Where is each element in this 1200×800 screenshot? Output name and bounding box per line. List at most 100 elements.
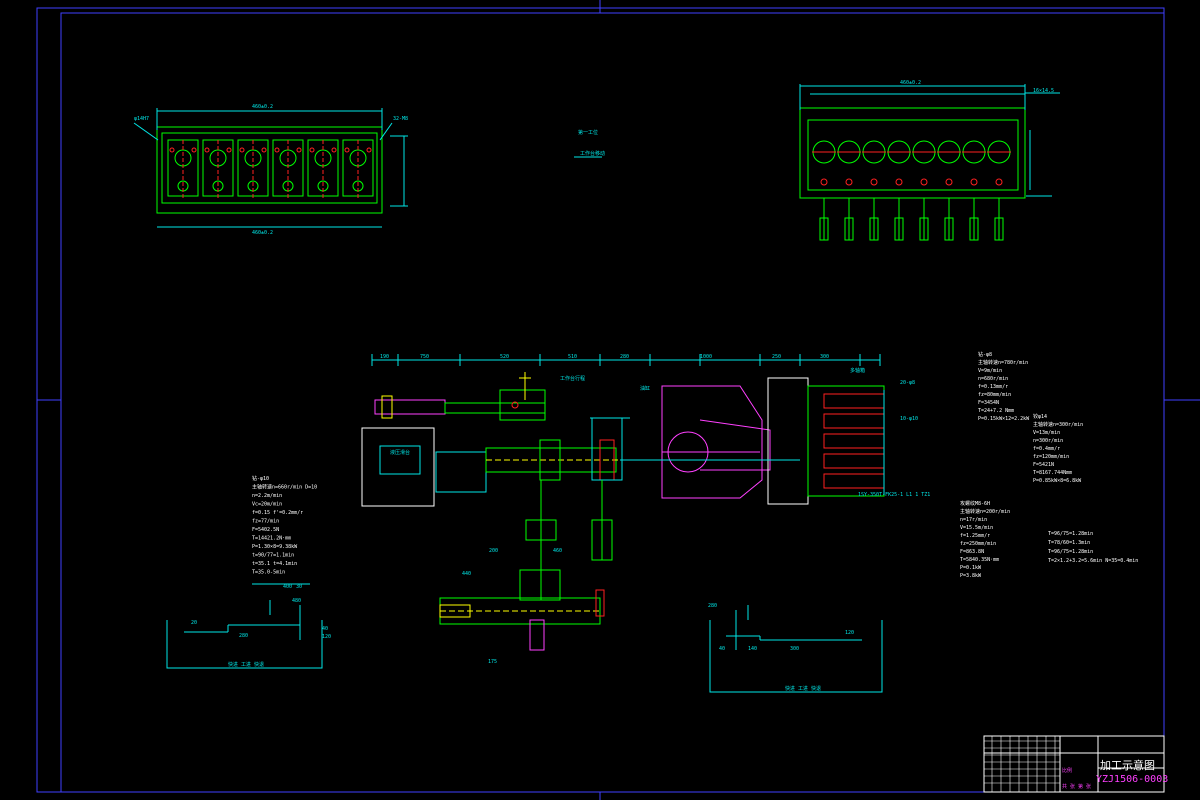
tl-hole-mark (344, 147, 350, 153)
param-line: F=3454N (978, 400, 999, 406)
param-line: 主轴转速n=200r/min (960, 508, 1010, 515)
tl-hole-label: φ14H7 (134, 116, 149, 122)
param-line: T=5840.35N·mm (960, 557, 999, 563)
param-line: n=17r/min (960, 517, 987, 523)
param-line: f=1.25mm/r (960, 533, 990, 539)
tr-hole-mark (995, 178, 1003, 186)
tl-thread-label: 32-M8 (393, 116, 408, 122)
param-line: P=0.1kW (960, 565, 982, 571)
cycle-right-caption: 快进 工进 快退 (785, 685, 821, 692)
center-note-station: 第一工位 (578, 129, 598, 136)
param-line: T=24+7.2 Nmm (978, 408, 1014, 414)
param-line: f=0.13mm/r (978, 384, 1008, 390)
cycle-left-dimension: 480 (292, 598, 301, 604)
drawing-number: YZJ1506-0003 (1096, 774, 1169, 785)
tl-hole-mark (169, 147, 175, 153)
param-title: 钻-φ8 (978, 351, 992, 358)
tl-dim-top: 460±0.2 (252, 104, 273, 110)
dimension-label: 510 (568, 354, 577, 360)
tr-hole-mark (820, 178, 828, 186)
callout-label: 20-φ8 (900, 380, 915, 386)
dimension-label: 190 (380, 354, 389, 360)
right-params-extra-block: T=96/75=1.28minT=78/60=1.3minT=96/75=1.2… (1048, 531, 1138, 564)
param-line: P=0.85kW×8=6.8kW (1033, 478, 1082, 484)
tr-tool (969, 217, 979, 241)
dimension-label: 250 (772, 354, 781, 360)
param-line: t=90/77=1.1min (252, 553, 294, 559)
tl-hole-mark (296, 147, 302, 153)
param-line: fz=120mm/min (1033, 454, 1069, 460)
callout-label: 多轴箱 (850, 367, 865, 374)
param-line: 主轴转速n=300r/min (1033, 421, 1083, 428)
tr-hole-mark (920, 178, 928, 186)
top-left-part-view: 460±0.2 460±0.2 φ14H7 32-M8 (133, 104, 408, 236)
param-line: 主轴转速n=780r/min (978, 359, 1028, 366)
cycle-left-dimension: 30 (296, 584, 302, 590)
tb-sheet-label: 共 张 第 张 (1062, 783, 1091, 790)
param-title: 铰φ14 (1033, 413, 1047, 420)
param-line: T=78/60=1.3min (1048, 540, 1090, 546)
tr-hole-mark (845, 178, 853, 186)
cycle-left-dimension: 120 (322, 634, 331, 640)
tr-hole-mark (895, 178, 903, 186)
param-line: F=863.8N (960, 549, 984, 555)
tr-tool (919, 217, 929, 241)
tl-hole-mark (226, 147, 232, 153)
tl-hole-mark (274, 147, 280, 153)
tl-hole-mark (309, 147, 315, 153)
callout-label: 液压滑台 (390, 449, 410, 456)
cycle-right-dimension: 140 (748, 646, 757, 652)
tl-hole-mark (191, 147, 197, 153)
callout-label: 工作台行程 (560, 375, 585, 382)
right-params-mid-block: 铰φ14主轴转速n=300r/minV=13m/minn=300r/minf=0… (1033, 413, 1083, 484)
param-line: V=9m/min (978, 368, 1002, 374)
param-title: 攻螺纹M8-6H (960, 500, 990, 507)
tl-hole-mark (366, 147, 372, 153)
tl-hole-mark (331, 147, 337, 153)
multi-spindle-box (767, 377, 809, 505)
param-line: T=2×1.2+3.2=5.6min N=35=0.4min (1048, 558, 1138, 564)
cycle-left-caption: 快进 工进 快退 (228, 661, 264, 668)
inner-border (60, 12, 1165, 793)
tb-scale-label: 比例 (1062, 767, 1072, 774)
tr-tool (944, 217, 954, 241)
cycle-left-dimension: 40 (322, 626, 328, 632)
dimension-label: 440 (462, 571, 471, 577)
param-line: n=680r/min (978, 376, 1008, 382)
tolerance-label: 1SY-350T-FK25-1 L1 1 TZ1 (858, 492, 930, 498)
param-line: n=300r/min (1033, 438, 1063, 444)
cycle-right-dimension: 40 (719, 646, 725, 652)
param-line: F=5402.5N (252, 527, 279, 533)
dimension-label: 300 (820, 354, 829, 360)
tr-tool (819, 217, 829, 241)
cycle-right-dimension: 300 (790, 646, 799, 652)
param-line: t=35.1 t=4.1min (252, 561, 297, 567)
param-line: f=0.4mm/r (1033, 446, 1060, 452)
right-params-lower-block: 攻螺纹M8-6H主轴转速n=200r/minn=17r/minV=15.5m/m… (960, 500, 1010, 579)
dimension-label: 750 (420, 354, 429, 360)
callout-label: 10-φ10 (900, 416, 918, 422)
cycle-right-dimension: 120 (845, 630, 854, 636)
tr-hole-mark (970, 178, 978, 186)
param-line: P=1.30×8=9.38kW (252, 544, 298, 550)
dimension-label: 520 (500, 354, 509, 360)
hydraulic-slide-block (361, 427, 435, 507)
param-title: 钻-φ10 (252, 475, 269, 482)
param-line: n=2.2m/min (252, 493, 282, 499)
param-line: T=96/75=1.28min (1048, 549, 1093, 555)
param-line: Vc=20m/min (252, 502, 282, 508)
title-block: 比例 共 张 第 张 (983, 735, 1165, 793)
dimension-label: 175 (488, 659, 497, 665)
cycle-left-dimension: 280 (239, 633, 248, 639)
tr-tool (869, 217, 879, 241)
param-line: f=0.15 f'=0.2mm/r (252, 510, 303, 516)
dimension-label: 1000 (700, 354, 712, 360)
tl-dim-bottom: 460±0.2 (252, 230, 273, 236)
param-line: T=96/75=1.28min (1048, 531, 1093, 537)
tr-hole-mark (870, 178, 878, 186)
top-right-part-view: 460±0.2 16×14.5 (799, 80, 1060, 241)
